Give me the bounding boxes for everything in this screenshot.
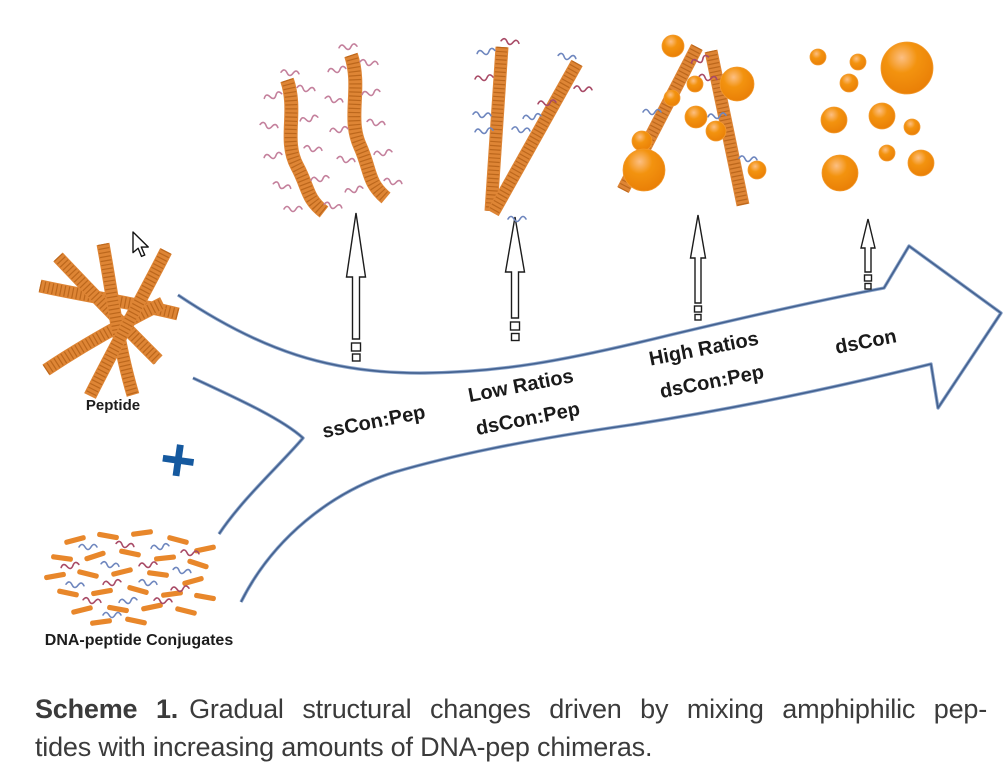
caption-line-1: Scheme 1. Gradual structural changes driv…: [35, 690, 987, 728]
caption-scheme-tag: Scheme 1.: [35, 694, 179, 724]
mouse-cursor-icon: [132, 231, 149, 258]
stage4-illustration-spheres: [809, 41, 935, 192]
plus-sign: +: [155, 424, 200, 497]
stage1-illustration-nanofibers: [258, 42, 404, 212]
progression-arrow-outline: [177, 245, 1002, 603]
stage3-illustration-fibers-with-spheres: [622, 34, 767, 205]
progression-arrow: [177, 244, 1003, 603]
up-arrow-1: [345, 212, 367, 362]
scheme-1-figure: Peptide + DNA-p: [0, 34, 1003, 649]
up-arrow-3: [689, 214, 707, 321]
progression-arrow-outline-light: [177, 244, 1003, 603]
caption-line-1-text: Gradual structural changes driven by mix…: [189, 694, 988, 724]
funnel-pinch: [192, 377, 304, 535]
up-arrow-2: [504, 216, 526, 342]
up-arrows: [345, 212, 876, 362]
peptide-label: Peptide: [86, 397, 140, 414]
micelle-spheres: [622, 34, 767, 192]
dna-peptide-conjugates-cluster: [43, 528, 217, 627]
up-arrow-4: [860, 218, 876, 290]
figure-caption: Scheme 1. Gradual structural changes driv…: [35, 690, 987, 766]
caption-line-2: tides with increasing amounts of DNA-pep…: [35, 732, 653, 762]
conjugates-label: DNA-peptide Conjugates: [45, 632, 234, 649]
stage3-label-bottom: dsCon:Pep: [658, 361, 766, 403]
peptide-fiber-bundle: [40, 244, 178, 396]
stage1-label: ssCon:Pep: [320, 401, 427, 443]
stage2-illustration-v-fibers: [472, 37, 593, 223]
stage4-label: dsCon: [833, 325, 898, 358]
